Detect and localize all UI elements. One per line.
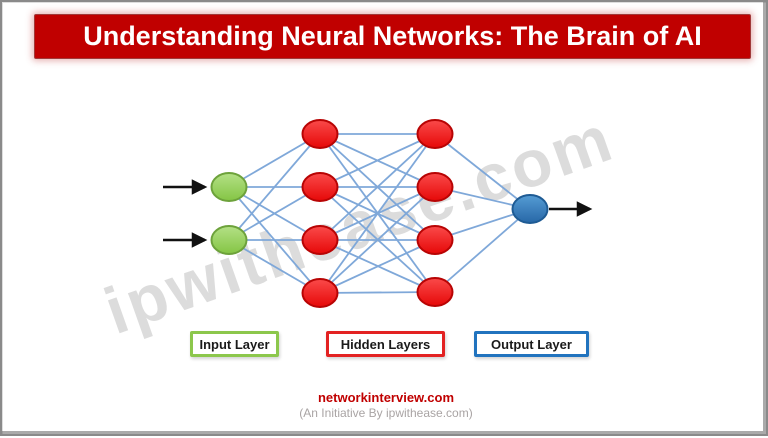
footer-site: networkinterview.com <box>317 390 455 405</box>
legend-hidden-layers-label: Hidden Layers <box>340 336 431 352</box>
title-banner: Understanding Neural Networks: The Brain… <box>34 14 751 59</box>
legend-output-layer-label: Output Layer <box>491 336 572 352</box>
legend-input-layer: Input Layer <box>190 331 279 357</box>
legend-hidden-layers: Hidden Layers <box>326 331 445 357</box>
footer: networkinterview.com (An Initiative By i… <box>2 390 768 421</box>
legend-output-layer: Output Layer <box>474 331 589 357</box>
footer-tagline: (An Initiative By ipwithease.com) <box>299 405 473 420</box>
page-title: Understanding Neural Networks: The Brain… <box>83 21 702 51</box>
legend-input-layer-label: Input Layer <box>199 336 270 352</box>
